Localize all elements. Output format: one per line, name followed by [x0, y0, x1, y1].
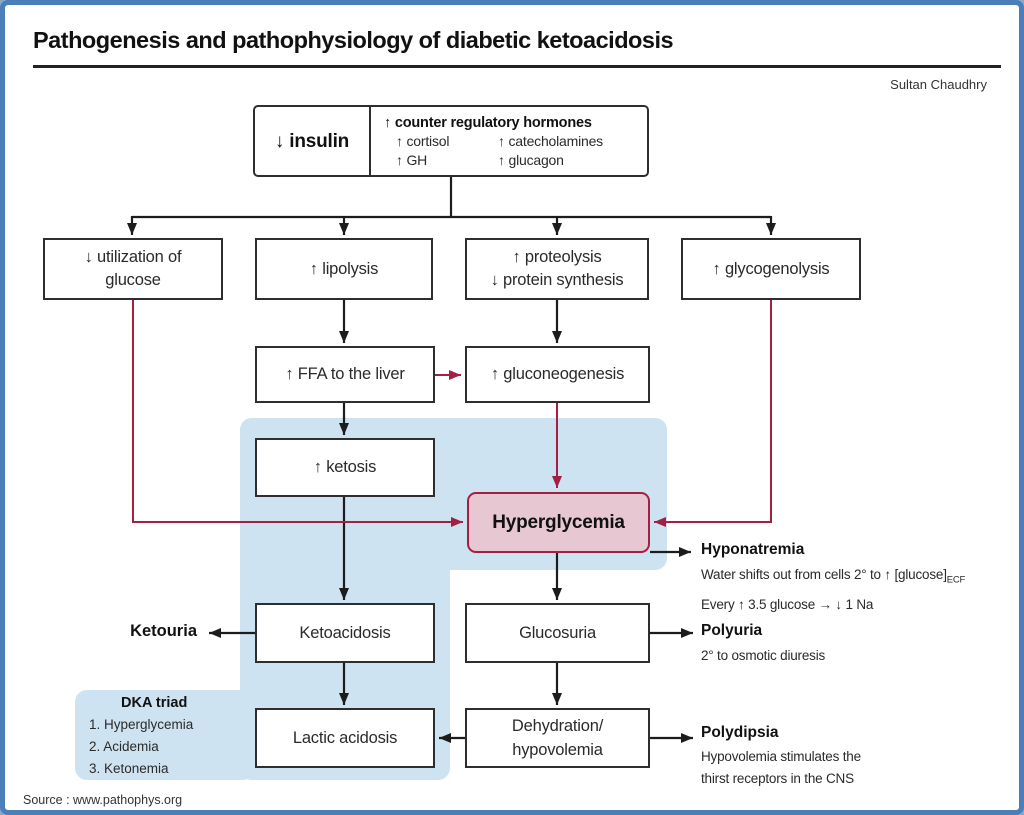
- source-credit: Source : www.pathophys.org: [23, 793, 183, 807]
- hyponatremia-title: Hyponatremia: [701, 541, 805, 558]
- flow-node-insulin-hormones: ↓ insulin ↑ counter regulatory hormones …: [253, 105, 649, 177]
- hyponatremia-detail-1: Water shifts out from cells 2° to ↑ [glu…: [701, 563, 1019, 593]
- dka-triad-item-3: 3. Ketonemia: [89, 761, 169, 776]
- flow-node-counter-regulatory-hormones: ↑ counter regulatory hormones ↑ cortisol…: [371, 107, 647, 175]
- hormone-glucagon: ↑ glucagon: [498, 152, 564, 168]
- node-label: ↑ ketosis: [313, 458, 377, 476]
- flow-node-lactic-acidosis: Lactic acidosis: [255, 708, 435, 768]
- node-label: ↑ gluconeogenesis: [490, 365, 625, 383]
- flow-node-ketoacidosis: Ketoacidosis: [255, 603, 435, 663]
- node-label-line2: hypovolemia: [512, 741, 603, 759]
- counter-hormones-title: ↑ counter regulatory hormones: [384, 115, 592, 131]
- flow-node-hyperglycemia: Hyperglycemia: [467, 492, 650, 553]
- node-label: Glucosuria: [519, 623, 596, 642]
- node-label: ↑ glycogenolysis: [712, 259, 830, 278]
- dka-triad-item-1: 1. Hyperglycemia: [89, 717, 194, 732]
- author-credit: Sultan Chaudhry: [890, 77, 987, 92]
- flow-node-gluconeogenesis: ↑ gluconeogenesis: [465, 346, 650, 403]
- dka-triad-item-2: 2. Acidemia: [89, 739, 159, 754]
- hyponatremia-detail-1-text: Water shifts out from cells 2° to ↑ [glu…: [701, 567, 947, 582]
- annotation-hyponatremia: Hyponatremia Water shifts out from cells…: [701, 541, 1019, 617]
- polyuria-title: Polyuria: [701, 622, 763, 639]
- node-label-line1: ↓ utilization of: [84, 248, 182, 266]
- hormone-gh: ↑ GH: [396, 152, 428, 168]
- node-label-line1: ↑ proteolysis: [512, 248, 602, 266]
- polyuria-detail: 2° to osmotic diuresis: [701, 648, 826, 663]
- node-label: ↑ lipolysis: [309, 259, 379, 278]
- highlight-panel-dka-triad: [75, 690, 255, 780]
- node-label-line1: Dehydration/: [511, 717, 604, 735]
- annotation-polydipsia: Polydipsia Hypovolemia stimulates the th…: [701, 724, 861, 790]
- polydipsia-detail-2: thirst receptors in the CNS: [701, 771, 854, 786]
- node-label: Hyperglycemia: [492, 512, 625, 533]
- hyponatremia-detail-2: Every ↑ 3.5 glucose → ↓ 1 Na: [701, 596, 874, 612]
- dka-triad-title: DKA triad: [121, 695, 188, 711]
- page-title: Pathogenesis and pathophysiology of diab…: [33, 27, 674, 53]
- flow-node-dehydration-hypovolemia: Dehydration/ hypovolemia: [465, 708, 650, 768]
- flow-node-insulin: ↓ insulin: [255, 107, 371, 175]
- annotation-polyuria: Polyuria 2° to osmotic diuresis: [701, 622, 825, 668]
- flow-node-proteolysis: ↑ proteolysis ↓ protein synthesis: [465, 238, 649, 300]
- flow-node-utilization-of-glucose: ↓ utilization of glucose: [43, 238, 223, 300]
- node-label-line2: glucose: [105, 271, 161, 289]
- hormone-cortisol: ↑ cortisol: [396, 133, 450, 149]
- flow-node-ffa-to-liver: ↑ FFA to the liver: [255, 346, 435, 403]
- title-divider: [33, 65, 1001, 68]
- annotation-dka-triad: DKA triad 1. Hyperglycemia 2. Acidemia 3…: [89, 695, 249, 780]
- node-label: Ketoacidosis: [299, 623, 391, 642]
- node-label: ↑ FFA to the liver: [285, 365, 405, 383]
- hyponatremia-detail-1-subscript: ECF: [946, 574, 966, 586]
- polydipsia-detail-1: Hypovolemia stimulates the: [701, 749, 861, 764]
- node-label: Lactic acidosis: [292, 728, 398, 747]
- flow-node-ketosis: ↑ ketosis: [255, 438, 435, 497]
- flow-node-glucosuria: Glucosuria: [465, 603, 650, 663]
- node-label-line2: ↓ protein synthesis: [490, 271, 624, 289]
- flow-node-lipolysis: ↑ lipolysis: [255, 238, 433, 300]
- annotation-ketouria: Ketouria: [130, 622, 197, 640]
- polydipsia-title: Polydipsia: [701, 724, 779, 741]
- hormone-catecholamines: ↑ catecholamines: [498, 133, 603, 149]
- flow-node-glycogenolysis: ↑ glycogenolysis: [681, 238, 861, 300]
